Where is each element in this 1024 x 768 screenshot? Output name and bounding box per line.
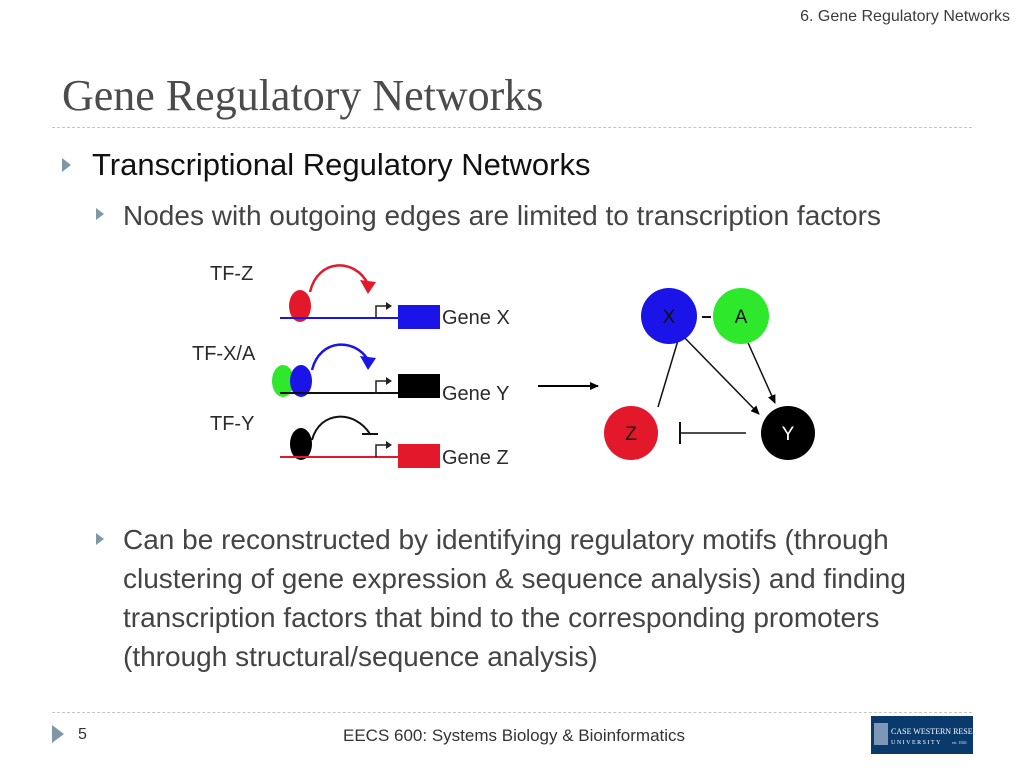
paragraph-line: (through structural/sequence analysis)	[123, 641, 598, 672]
tf-y-protein	[290, 428, 312, 460]
edge-a-to-y	[744, 335, 776, 404]
tf-y-label: TF-Y	[210, 413, 254, 435]
bullet-level2-text: Nodes with outgoing edges are limited to…	[123, 200, 881, 231]
paragraph-line: Can be reconstructed by identifying regu…	[123, 524, 889, 555]
gene-y-box	[398, 374, 440, 398]
tf-xa-arrow-head-icon	[360, 356, 376, 370]
footer-divider	[52, 712, 972, 713]
tf-z-arc-arrow	[308, 264, 370, 293]
edge-x-to-y	[679, 332, 760, 415]
network-node-y	[761, 406, 815, 460]
page-number: 5	[78, 726, 87, 743]
tf-x-protein	[290, 365, 312, 397]
tf-xa-label: TF-X/A	[192, 343, 256, 365]
slide-title: Gene Regulatory Networks	[62, 71, 544, 120]
footer-arrow-icon	[52, 725, 64, 743]
svg-text:est. 1826: est. 1826	[952, 740, 966, 745]
gene-z-box	[398, 444, 440, 468]
svg-text:Z: Z	[625, 424, 637, 445]
gene-x-box	[398, 305, 440, 329]
tf-a-protein	[272, 365, 294, 397]
header-section-title: 6. Gene Regulatory Networks	[800, 8, 1010, 25]
svg-text:Y: Y	[782, 424, 795, 445]
svg-text:A: A	[735, 307, 748, 328]
gene-x-label: Gene X	[442, 307, 510, 329]
svg-text:UNIVERSITY: UNIVERSITY	[891, 740, 942, 746]
footer-course-title: EECS 600: Systems Biology & Bioinformati…	[343, 726, 686, 745]
network-node-z	[604, 406, 658, 460]
tf-z-protein	[289, 290, 311, 322]
tf-z-arrow-head-icon	[360, 280, 376, 294]
paragraph-line: transcription factors that bind to the c…	[123, 602, 880, 633]
gene-z-label: Gene Z	[442, 447, 509, 469]
svg-text:X: X	[663, 307, 676, 328]
sub-bullet-arrow-icon	[96, 533, 104, 545]
gene-z-promoter-arrow-icon	[375, 444, 388, 457]
paragraph-line: clustering of gene expression & sequence…	[123, 563, 906, 594]
logo-shield-icon	[874, 723, 888, 745]
sub-bullet-arrow-icon	[96, 208, 104, 220]
university-logo: CASE WESTERN RESERVE UNIVERSITY est. 182…	[871, 716, 973, 754]
gene-y-label: Gene Y	[442, 383, 509, 405]
svg-text:CASE WESTERN RESERVE: CASE WESTERN RESERVE	[891, 727, 973, 736]
network-node-a	[713, 288, 769, 344]
tf-xa-arc-arrow	[310, 343, 370, 371]
gene-y-promoter-arrow-icon	[375, 380, 388, 393]
tf-y-repression-arc	[311, 415, 371, 441]
bullet-level1-text: Transcriptional Regulatory Networks	[92, 147, 591, 182]
regulatory-network-diagram: TF-Z Gene X TF-X/A Gene Y TF-Y Gene Z X …	[192, 263, 815, 469]
tf-z-label: TF-Z	[210, 263, 253, 285]
bullet-level2-paragraph: Can be reconstructed by identifying regu…	[123, 520, 906, 676]
bullet-arrow-icon	[62, 158, 71, 172]
title-divider	[52, 127, 972, 128]
gene-x-promoter-arrow-icon	[375, 305, 388, 318]
network-node-x	[641, 288, 697, 344]
